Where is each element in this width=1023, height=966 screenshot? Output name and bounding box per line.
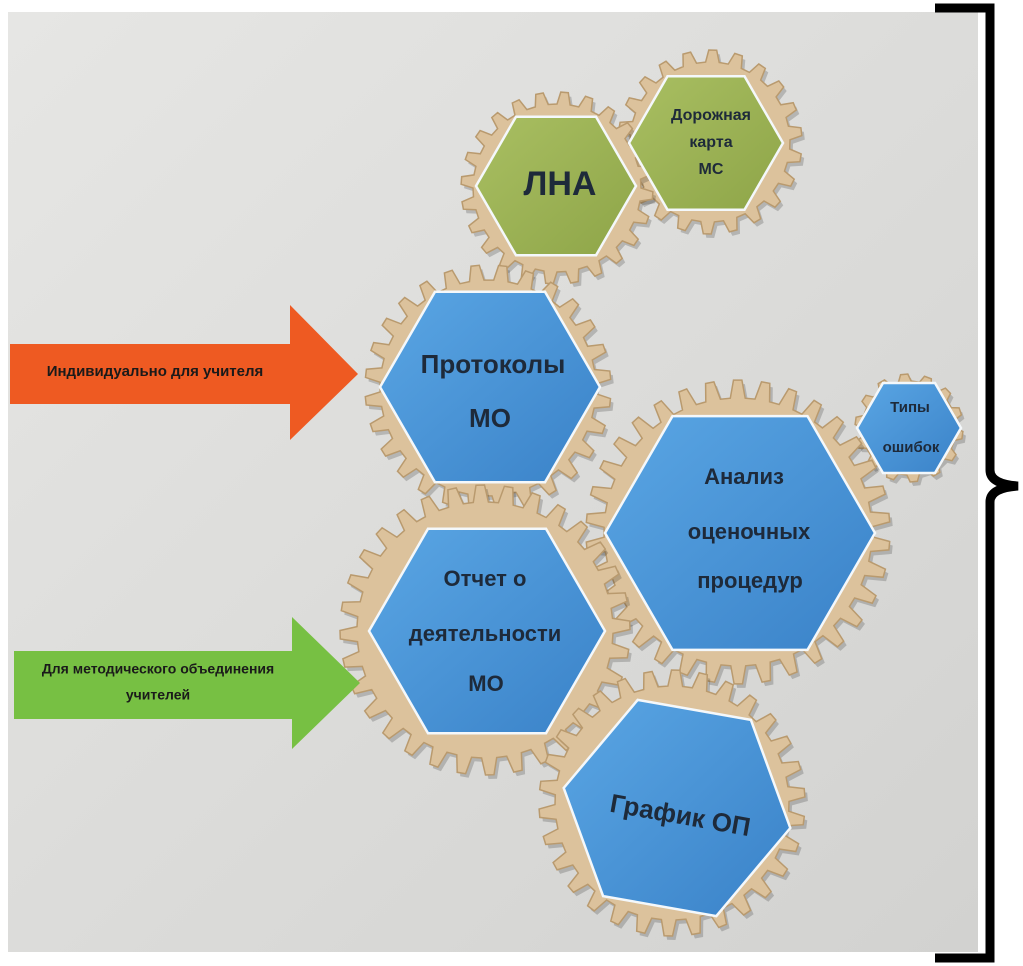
hex-lna xyxy=(474,115,638,257)
roadmap-label-line3: МС xyxy=(699,161,724,178)
arrow-methodical-label-line1: Для методического объединения xyxy=(42,661,274,677)
analysis-label-line2: оценочных xyxy=(688,519,811,544)
error-types-label-line1: Типы xyxy=(890,399,930,416)
report-label-line2: деятельности xyxy=(409,621,562,646)
hex-report xyxy=(367,527,607,735)
hex-error-types xyxy=(855,381,963,475)
arrow-right-icon xyxy=(10,305,358,440)
hex-roadmap xyxy=(627,75,785,211)
protocols-label-line1: Протоколы xyxy=(421,349,566,379)
report-label-line1: Отчет о xyxy=(444,566,527,591)
curly-brace-right-icon xyxy=(935,3,1019,963)
hexagons-layer xyxy=(367,75,963,918)
analysis-label-line3: процедур xyxy=(697,568,803,593)
roadmap-label-line2: карта xyxy=(689,134,732,151)
arrow-right-icon xyxy=(14,617,360,749)
arrow-individual: Индивидуально для учителя xyxy=(10,305,358,440)
roadmap-label-line1: Дорожная xyxy=(671,107,751,124)
lna-label: ЛНА xyxy=(524,165,597,203)
error-types-label-line2: ошибок xyxy=(883,439,940,456)
hex-analysis xyxy=(603,414,877,652)
arrow-methodical: Для методического объединения учителей xyxy=(14,617,360,749)
report-label-line3: МО xyxy=(468,671,503,696)
arrow-individual-label: Индивидуально для учителя xyxy=(47,363,264,380)
hex-protocols xyxy=(378,290,602,484)
protocols-label-line2: МО xyxy=(469,403,511,433)
hex-schedule xyxy=(562,698,792,918)
arrow-methodical-label-line2: учителей xyxy=(126,687,190,703)
analysis-label-line1: Анализ xyxy=(704,464,784,489)
